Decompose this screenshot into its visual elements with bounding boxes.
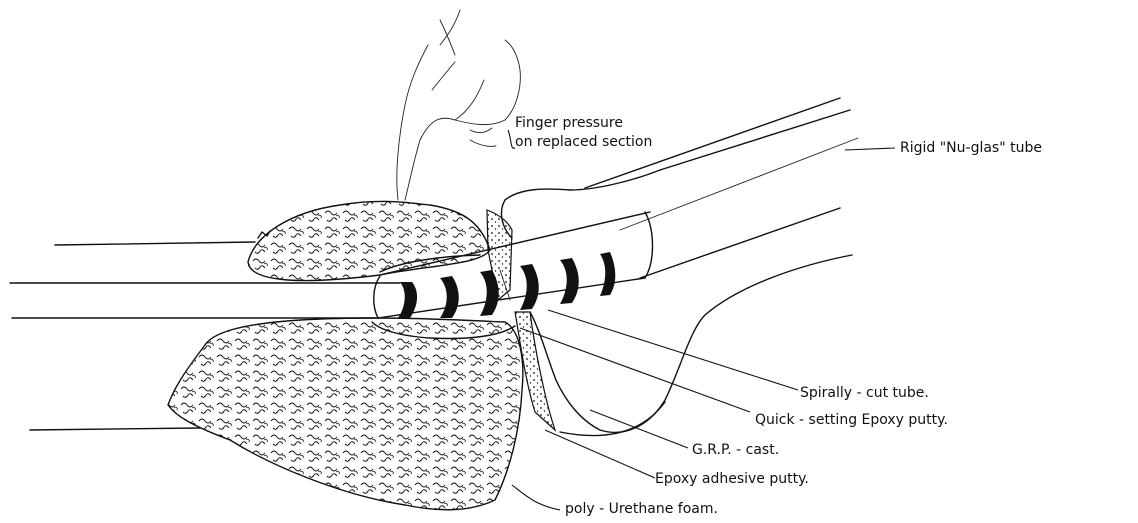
label-epoxy-adhesive: Epoxy adhesive putty. bbox=[655, 471, 809, 487]
label-spiral-tube: Spirally - cut tube. bbox=[800, 385, 929, 401]
label-rigid-tube: Rigid "Nu-glas" tube bbox=[900, 140, 1042, 156]
polyurethane-foam bbox=[168, 201, 523, 509]
label-finger-pressure-2: on replaced section bbox=[515, 134, 652, 150]
label-foam: poly - Urethane foam. bbox=[565, 501, 718, 517]
finger-sketch bbox=[397, 10, 521, 200]
label-grp-cast: G.R.P. - cast. bbox=[692, 442, 779, 458]
rigid-nu-glas-tube bbox=[585, 98, 858, 278]
label-quick-epoxy: Quick - setting Epoxy putty. bbox=[755, 412, 948, 428]
label-finger-pressure: Finger pressure bbox=[515, 115, 623, 131]
